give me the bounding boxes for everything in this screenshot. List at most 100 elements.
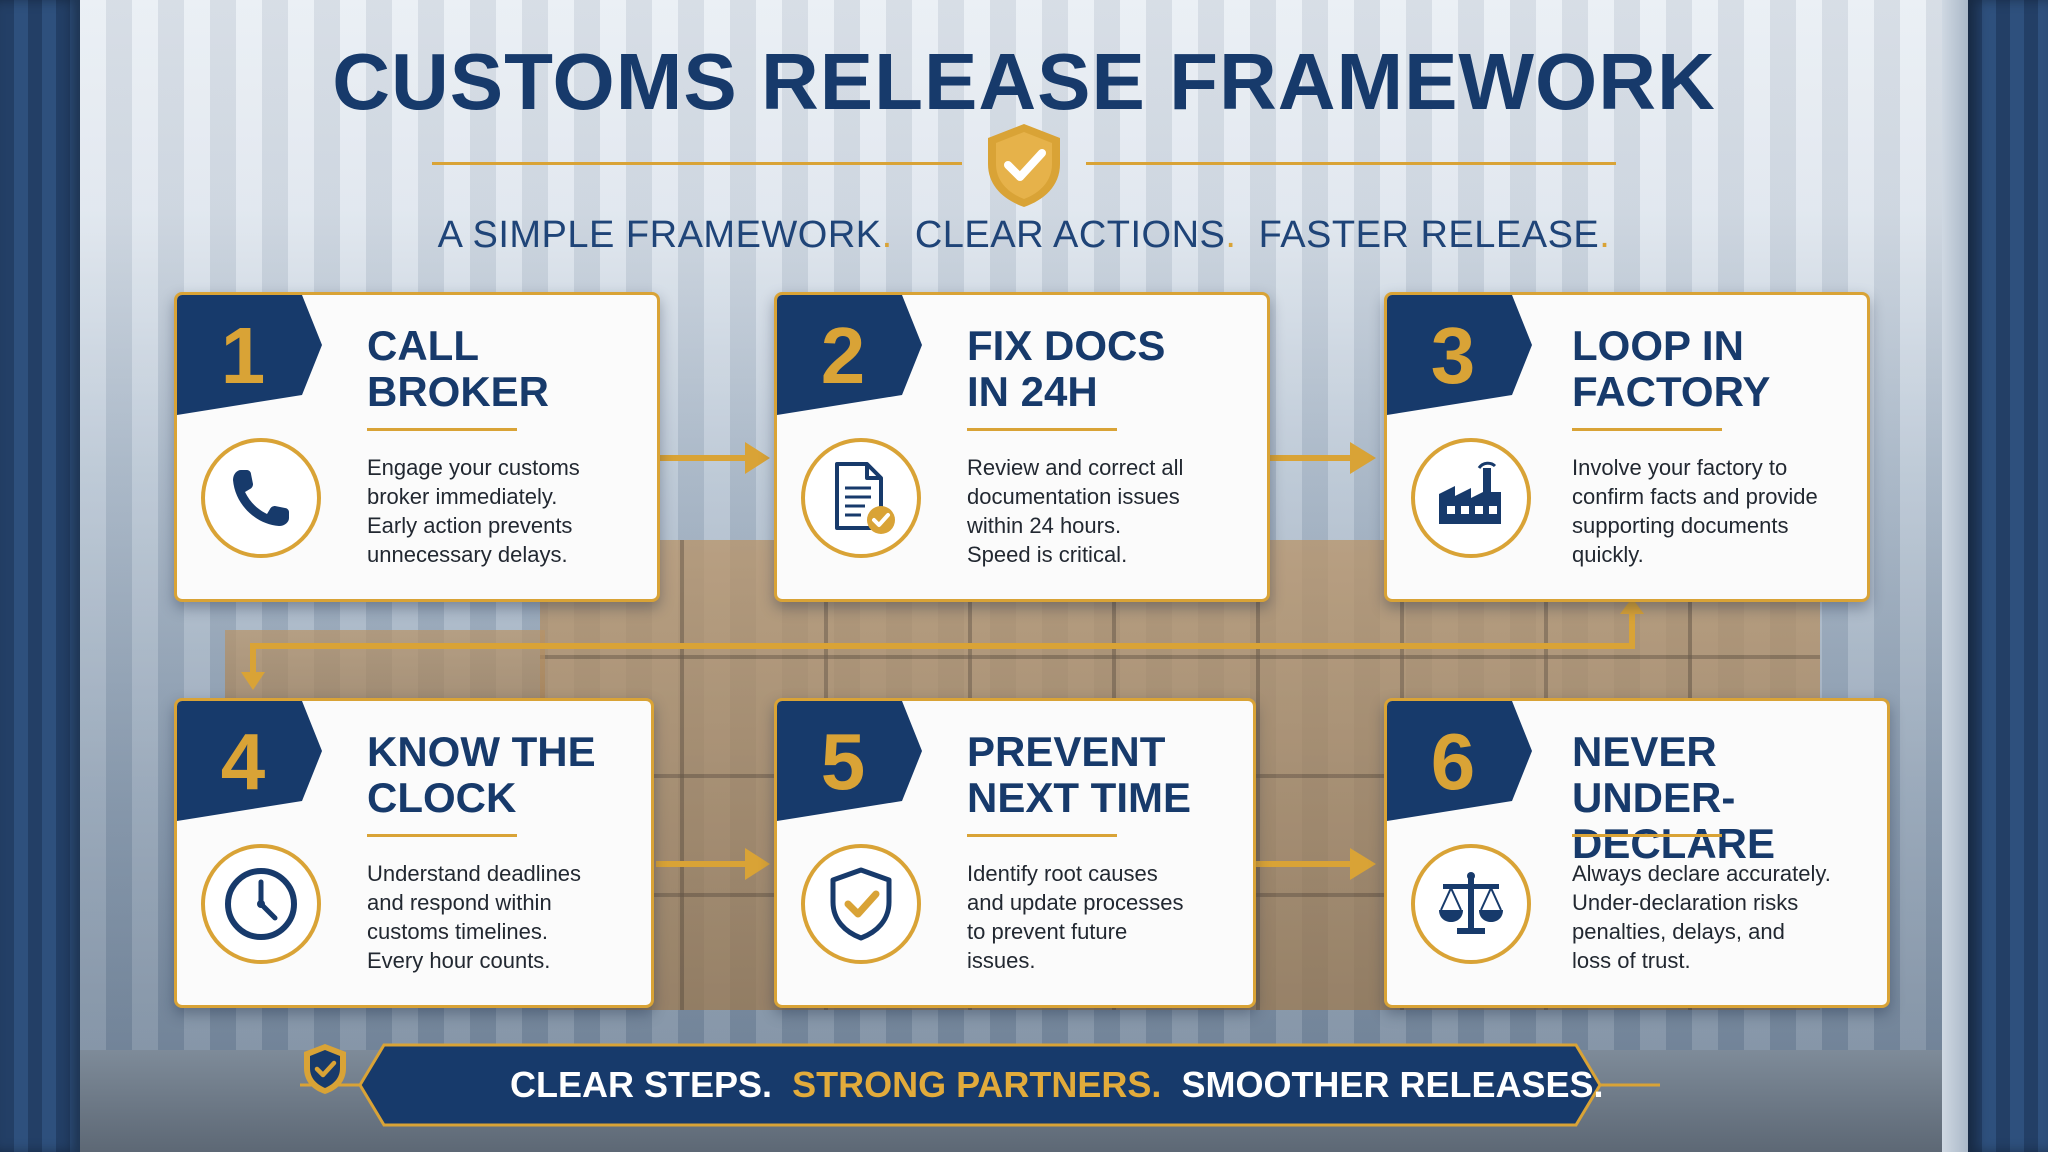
step-description-line: issues. [967,948,1036,973]
step-description: Identify root causes and update processe… [967,859,1247,975]
step-description-line: broker immediately. [367,484,558,509]
page-title: CUSTOMS RELEASE FRAMEWORK [332,37,1716,126]
step-title: CALL BROKER [367,323,657,415]
step-description-line: unnecessary delays. [367,542,568,567]
step-card-4: 4 KNOW THE CLOCK Understand deadlines an… [174,698,654,1008]
container-door-gap [1942,0,1968,1152]
step-number-tab [777,701,922,821]
step-description-line: Engage your customs [367,455,580,480]
step-icon-ring [1411,438,1531,558]
step-divider [1572,428,1722,431]
step-title-line: BROKER [367,368,550,415]
step-title: PREVENT NEXT TIME [967,728,1253,821]
step-description: Always declare accurately. Under-declara… [1572,859,1882,975]
step-number: 4 [220,717,266,806]
footer-banner: CLEAR STEPS. STRONG PARTNERS. SMOOTHER R… [300,1042,1660,1128]
step-card-2: 2 FIX DOCS IN 24H Review and correct all… [774,292,1270,602]
phone-icon [233,470,289,526]
step-number-tab [777,295,922,415]
step-description: Involve your factory to confirm facts an… [1572,453,1862,569]
container-door-left [0,0,80,1152]
step-description-line: and respond within [367,890,552,915]
scales-icon [1439,872,1503,934]
step-description-line: customs timelines. [367,919,548,944]
title-rule-left [432,162,962,165]
shield-check-icon [304,1044,346,1094]
step-title-line: PREVENT [967,728,1166,775]
step-divider [367,834,517,837]
step-description-line: documentation issues [967,484,1180,509]
tagline-part-3: FASTER RELEASE [1258,214,1600,256]
footer-part-3: SMOOTHER RELEASES. [1181,1064,1604,1105]
step-title: FIX DOCS IN 24H [967,323,1257,415]
step-description-line: Always declare accurately. [1572,861,1831,886]
step-title-line: NEXT TIME [967,774,1192,821]
container-door-right [1968,0,2048,1152]
footer-banner-shape [300,1043,1660,1127]
step-description-line: Understand deadlines [367,861,582,886]
step-description-line: penalties, delays, and [1572,919,1785,944]
step-title-line: CALL [367,322,479,369]
step-icon-ring [1411,844,1531,964]
step-description-line: supporting documents [1572,513,1789,538]
step-title-line: FACTORY [1572,368,1771,415]
step-card-1: 1 CALL BROKER Engage your customs broker… [174,292,660,602]
step-description-line: Every hour counts. [367,948,551,973]
step-description: Understand deadlines and respond within … [367,859,647,975]
step-description-line: and update processes [967,890,1184,915]
step-icon-ring [801,844,921,964]
step-description-line: quickly. [1572,542,1644,567]
step-divider [367,428,517,431]
tagline-part-2: CLEAR ACTIONS [914,214,1226,256]
step-card-3: 3 LOOP IN FACTORY Involve your factory t… [1384,292,1870,602]
step-number: 5 [820,717,866,806]
footer-part-1: CLEAR STEPS. [510,1064,773,1105]
step-description-line: Identify root causes [967,861,1158,886]
step-title-line: KNOW THE [367,728,596,775]
step-card-5: 5 PREVENT NEXT TIME Identify root causes… [774,698,1256,1008]
step-icon-ring [201,438,321,558]
document-check-icon [835,462,895,534]
factory-icon [1439,461,1501,524]
step-divider [967,834,1117,837]
shield-check-icon [830,867,892,941]
step-description-line: Early action prevents [367,513,573,538]
clock-icon [225,868,297,940]
step-number: 6 [1430,717,1476,806]
step-card-6: 6 NEVER UNDER-DECLARE Always declare acc… [1384,698,1890,1008]
tagline: A SIMPLE FRAMEWORK. CLEAR ACTIONS. FASTE… [0,214,2048,257]
step-title: NEVER UNDER-DECLARE [1572,729,1887,867]
footer-slogan: CLEAR STEPS. STRONG PARTNERS. SMOOTHER R… [510,1062,1610,1108]
step-title-line: UNDER-DECLARE [1572,774,1776,867]
step-title-line: LOOP IN [1572,322,1744,369]
tagline-dot: . [881,214,893,256]
step-description: Engage your customs broker immediately. … [367,453,647,569]
tagline-dot: . [1599,214,1611,256]
step-title: KNOW THE CLOCK [367,728,651,821]
step-description-line: loss of trust. [1572,948,1691,973]
step-number-tab [177,701,322,821]
tagline-dot: . [1225,214,1237,256]
footer-part-2: STRONG PARTNERS. [792,1064,1162,1105]
step-description-line: Review and correct all [967,455,1184,480]
step-description-line: Speed is critical. [967,542,1128,567]
step-description-line: confirm facts and provide [1572,484,1818,509]
step-divider [967,428,1117,431]
step-description-line: within 24 hours. [967,513,1122,538]
step-description-line: to prevent future [967,919,1128,944]
step-description: Review and correct all documentation iss… [967,453,1247,569]
step-description-line: Involve your factory to [1572,455,1788,480]
step-number-tab [177,295,322,415]
step-divider [1572,834,1722,837]
step-description-line: Under-declaration risks [1572,890,1799,915]
step-number: 2 [820,311,866,400]
title-rule-right [1086,162,1616,165]
step-icon-ring [201,844,321,964]
shield-check-icon [988,124,1060,207]
step-number: 3 [1430,311,1476,400]
step-title: LOOP IN FACTORY [1572,323,1862,415]
step-title-line: IN 24H [967,368,1098,415]
step-number-tab [1387,295,1532,415]
step-icon-ring [801,438,921,558]
step-number-tab [1387,701,1532,821]
